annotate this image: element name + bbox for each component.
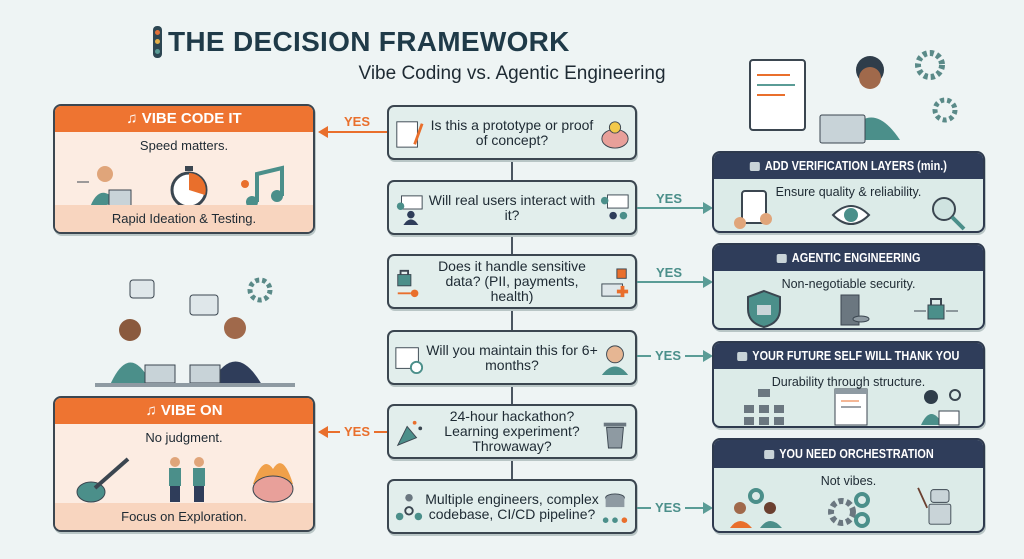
outcome-footer: Focus on Exploration. [55,503,313,530]
old-man-icon [601,345,629,375]
gears-icon [828,492,870,528]
arrow-left-icon [318,426,328,438]
traffic-light-icon [153,26,162,58]
magnifier-check-icon [932,197,966,231]
question-text: Does it handle sensitive data? (PII, pay… [438,258,586,304]
arrow-line [637,281,705,283]
question-maintain: Will you maintain this for 6+ months? [387,330,637,385]
yes-label: YES [656,191,683,206]
arrow-line [637,507,705,509]
shield-robot-icon [747,289,781,328]
outcome-header: YOUR FUTURE SELF WILL THANK YOU [714,343,983,369]
team-gear-icon [395,493,423,521]
trash-can-icon [603,422,627,449]
question-text: Is this a prototype or proof of concept? [430,116,594,148]
question-multiple-engineers: Multiple engineers, complex codebase, CI… [387,479,637,534]
tablet-hands-icon [734,190,772,229]
arrow-line [326,131,387,133]
org-chart-icon [744,389,784,425]
page-title: THE DECISION FRAMEWORK [168,26,570,57]
question-sensitive-data: Does it handle sensitive data? (PII, pay… [387,254,637,309]
outcome-header: ♫ VIBE CODE IT [55,106,313,132]
electric-guitar-icon [76,457,130,503]
outcome-vibe-on: ♫ VIBE ON No judgment. Focus on Explorat… [53,396,315,532]
yes-label: YES [344,424,371,439]
outcome-header: ADD VERIFICATION LAYERS (min.) [714,153,983,179]
question-prototype: Is this a prototype or proof of concept? [387,105,637,160]
outcome-text: No judgment. [145,430,223,445]
outcome-verification-layers: ADD VERIFICATION LAYERS (min.) Ensure qu… [712,151,985,233]
database-pipeline-icon [602,493,628,523]
team-chat-illustration [95,277,295,387]
arrow-right-icon [703,276,713,288]
arrow-line [326,431,387,433]
code-window-icon [834,388,868,426]
robot-conductor-icon [917,487,952,525]
presenter-icon [600,194,629,220]
brain-lightbulb-icon [601,121,629,149]
robot-icon [749,162,761,171]
arrow-line [637,207,705,209]
outcome-text: Speed matters. [139,138,229,153]
person-laptop-gear-icon [921,389,961,426]
dancing-people-icon [169,457,205,502]
users-screen-icon [396,195,423,225]
eye-scan-icon [831,205,871,225]
stopwatch-icon [170,166,208,209]
outcome-text: Ensure quality & reliability. [775,185,922,199]
question-text: Will real users interact with it? [428,191,596,223]
yes-label: YES [344,114,371,129]
credit-card-medical-icon [601,268,629,298]
outcome-text: Durability through structure. [771,375,926,389]
party-popper-icon [396,420,423,447]
outcome-text: Non-negotiable security. [781,277,916,291]
arrow-right-icon [703,202,713,214]
engineer-illustration [749,50,958,144]
arrow-left-icon [318,126,328,138]
notebook-brain-icon [396,121,424,148]
arrow-line [637,355,705,357]
calendar-check-icon [395,347,424,374]
outcome-header: YOU NEED ORCHESTRATION [714,440,983,468]
outcome-footer: Rapid Ideation & Testing. [55,205,313,232]
question-real-users: Will real users interact with it? [387,180,637,235]
arrow-right-icon [703,502,713,514]
outcome-text: Not vibes. [820,474,877,488]
padlock-icon [914,298,958,320]
robot-icon [776,254,787,263]
question-hackathon: 24-hour hackathon? Learning experiment? … [387,404,637,459]
yes-label: YES [655,348,682,363]
coder-laptop-icon [77,166,132,210]
question-text: 24-hour hackathon? Learning experiment? … [444,408,580,454]
yes-label: YES [656,265,683,280]
lock-key-icon [397,269,419,298]
question-text: Multiple engineers, complex codebase, CI… [425,490,599,522]
guitar-icon: ♫ [145,402,161,419]
yes-label: YES [655,500,682,515]
robot-icon [763,450,774,459]
arrow-right-icon [703,350,713,362]
flow-connector [511,160,513,480]
question-text: Will you maintain this for 6+ months? [426,341,598,373]
fortress-database-icon [840,294,870,326]
page-subtitle: Vibe Coding vs. Agentic Engineering [358,63,666,84]
outcome-agentic-engineering: AGENTIC ENGINEERING Non-negotiable secur… [712,243,985,330]
brain-fire-icon [252,463,294,503]
outcome-vibe-code-it: ♫ VIBE CODE IT Speed matters. Rapid Idea… [53,104,315,234]
outcome-orchestration: YOU NEED ORCHESTRATION Not vibes. [712,438,985,533]
guitar-icon: ♫ [126,110,142,127]
outcome-header: AGENTIC ENGINEERING [714,245,983,271]
team-gears-icon [730,488,782,528]
outcome-header: ♫ VIBE ON [55,398,313,424]
robot-icon [737,352,748,361]
outcome-future-self: YOUR FUTURE SELF WILL THANK YOU Durabili… [712,341,985,428]
